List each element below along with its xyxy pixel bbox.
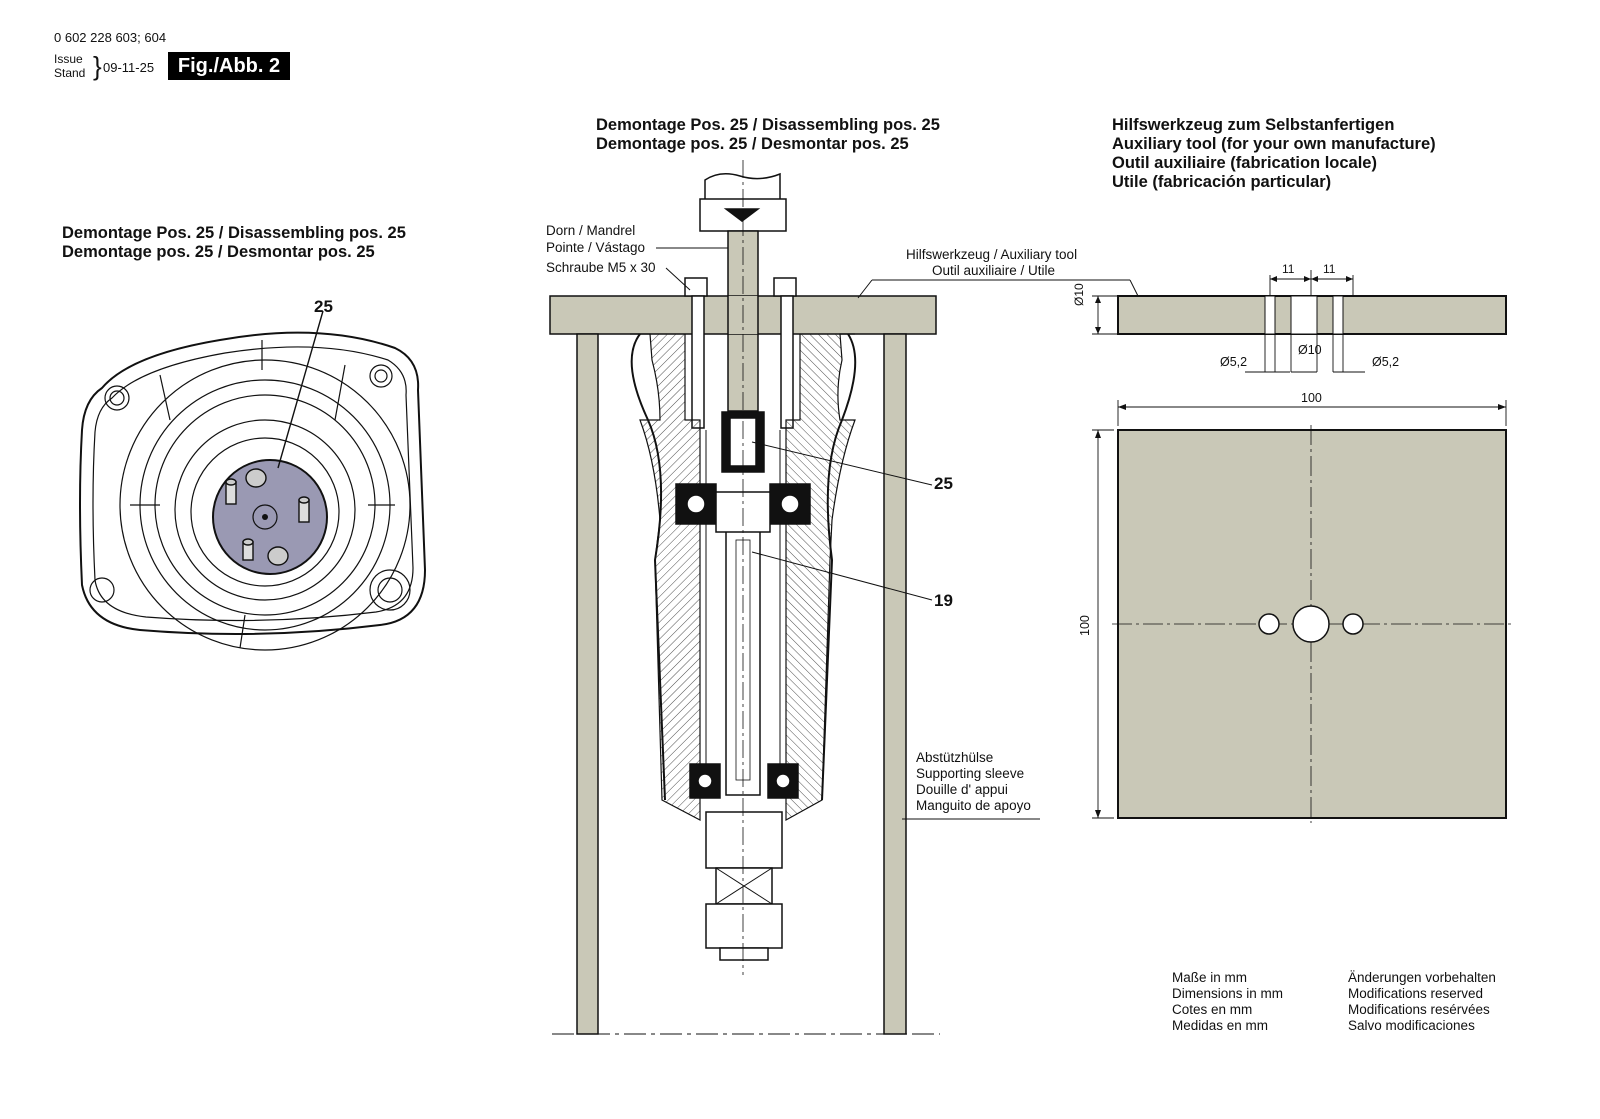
dim-hole-left: Ø5,2 (1220, 355, 1248, 369)
dim-hole-right: Ø5,2 (1372, 355, 1400, 369)
right-title-line1: Hilfswerkzeug zum Selbstanfertigen (1112, 116, 1395, 134)
issue-label: Issue (54, 52, 83, 66)
stand-label: Stand (54, 66, 86, 80)
press-assembly-section (549, 160, 1141, 1035)
note-mods-3: Modifications resérvées (1348, 1002, 1490, 1017)
left-title-line2: Demontage pos. 25 / Desmontar pos. 25 (62, 243, 375, 261)
mount-hole-tr (369, 364, 393, 388)
right-title-line2: Auxiliary tool (for your own manufacture… (1112, 135, 1436, 153)
lower-bearing (689, 763, 799, 799)
label-screw: Schraube M5 x 30 (546, 260, 656, 275)
label-mandrel-1: Dorn / Mandrel (546, 223, 636, 238)
dim-width: 100 (1301, 391, 1322, 405)
figure-label: Fig./Abb. 2 (168, 52, 290, 80)
screws (684, 277, 797, 429)
center-title-line1: Demontage Pos. 25 / Disassembling pos. 2… (596, 116, 940, 134)
support-sleeve-left (576, 333, 599, 1035)
sleeve-label-1: Abstützhülse (916, 750, 994, 765)
mount-hole-bl (89, 577, 115, 603)
dim-thickness: Ø10 (1072, 283, 1086, 306)
dim-11-right: 11 (1323, 262, 1336, 276)
press-ram (704, 172, 781, 201)
center-callout-25: 25 (934, 474, 953, 493)
mount-hole-br (369, 569, 411, 611)
part-number: 0 602 228 603; 604 (54, 30, 167, 45)
note-mods-1: Änderungen vorbehalten (1348, 970, 1496, 985)
note-dims-2: Dimensions in mm (1172, 986, 1284, 1001)
label-mandrel-2: Pointe / Vástago (546, 240, 646, 255)
right-title-line3: Outil auxiliaire (fabrication locale) (1112, 154, 1377, 172)
issue-date: 09-11-25 (103, 60, 155, 75)
dim-height: 100 (1078, 615, 1092, 636)
left-title-line1: Demontage Pos. 25 / Disassembling pos. 2… (62, 224, 406, 242)
left-callout-25: 25 (314, 297, 333, 316)
part-25-disc (212, 459, 328, 575)
label-aux-tool-2: Outil auxiliaire / Utile (932, 263, 1056, 278)
note-dims-1: Maße in mm (1172, 970, 1248, 985)
dim-11-left: 11 (1282, 262, 1295, 276)
housing-flange-view (79, 310, 427, 651)
sleeve-label-2: Supporting sleeve (916, 766, 1025, 781)
right-title-line4: Utile (fabricación particular) (1112, 173, 1332, 191)
brace-icon: } (93, 51, 102, 81)
support-sleeve-right (883, 333, 907, 1035)
dim-hole-center: Ø10 (1298, 343, 1322, 357)
center-callout-19: 19 (934, 591, 953, 610)
label-aux-tool-1: Hilfswerkzeug / Auxiliary tool (906, 247, 1078, 262)
note-dims-3: Cotes en mm (1172, 1002, 1253, 1017)
gear-housing-left (630, 333, 701, 821)
hole-left (1258, 613, 1280, 635)
sleeve-label-4: Manguito de apoyo (916, 798, 1031, 813)
aux-tool-drawing (1092, 270, 1512, 823)
hole-center (1292, 605, 1330, 643)
issue-stand-labels: Issue Stand (54, 52, 85, 80)
center-title-line2: Demontage pos. 25 / Desmontar pos. 25 (596, 135, 909, 153)
spindle-end (705, 811, 783, 869)
mount-hole-tl (104, 385, 130, 411)
note-mods-4: Salvo modificaciones (1348, 1018, 1475, 1033)
note-mods-2: Modifications reserved (1348, 986, 1484, 1001)
hole-right (1342, 613, 1364, 635)
note-dims-4: Medidas en mm (1172, 1018, 1269, 1033)
sleeve-label-3: Douille d' appui (916, 782, 1008, 797)
